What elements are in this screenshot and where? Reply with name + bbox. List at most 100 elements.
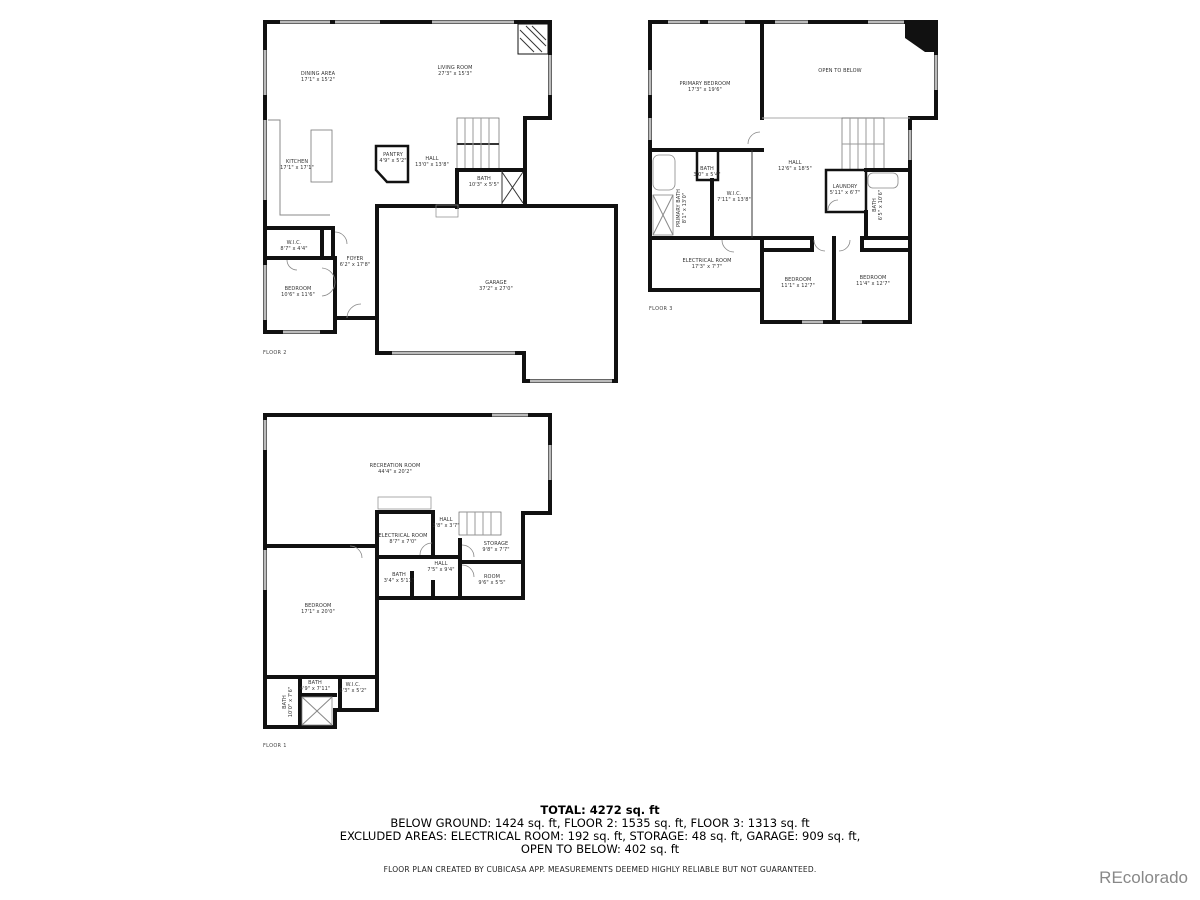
room-name: HALL [788,160,802,166]
floor-1-plan [263,413,552,729]
room-label-wic: W.I.C.7'11" x 13'8" [717,191,751,203]
room-name: BEDROOM [284,286,312,292]
room-name: BATH [700,166,714,172]
room-dims: 4'9" x 5'2" [379,158,407,164]
excluded-areas: EXCLUDED AREAS: ELECTRICAL ROOM: 192 sq.… [339,829,861,843]
room-name: BEDROOM [304,603,332,609]
room-dims: 27'3" x 15'3" [438,71,472,77]
floor-2-label: FLOOR 2 [263,350,287,356]
floor-1-label: FLOOR 1 [263,743,287,749]
room-name: W.I.C. [726,191,742,197]
disclaimer: FLOOR PLAN CREATED BY CUBICASA APP. MEAS… [383,865,817,874]
room-name: BATH [477,176,491,182]
room-dims: 11'1" x 12'7" [781,283,815,289]
room-dims: 3'8" x 3'7" [432,523,460,529]
room-name: BATH [392,572,406,578]
room-dims: 10'3" x 5'5" [468,182,500,188]
room-dims: 12'6" x 18'5" [778,166,812,172]
room-dims: 3'0" x 5'4" [693,172,721,178]
floor-2-plan [263,20,618,383]
floor-plan-drawing [263,20,938,729]
room-dims: 10'6" x 11'6" [281,292,315,298]
room-dims: 37'2" x 27'0" [479,286,513,292]
room-name: RECREATION ROOM [369,463,421,469]
room-dims: 9'8" x 7'7" [482,547,510,553]
floor-3-plan [648,20,938,324]
room-name: OPEN TO BELOW [818,68,862,74]
room-dims: 8'7" x 7'0" [389,539,417,545]
room-name: GARAGE [485,280,507,286]
room-name: KITCHEN [285,159,309,165]
room-dims: 7'11" x 13'8" [717,197,751,203]
total-area: TOTAL: 4272 sq. ft [540,803,660,817]
room-dims: 5'11" x 6'7" [829,190,861,196]
room-name: PRIMARY BEDROOM [679,81,731,87]
room-name: DINING AREA [300,71,336,77]
floor-3-label: FLOOR 3 [649,306,673,312]
room-dims: 6'3" x 5'2" [339,688,367,694]
room-dims: 10'0" x 7'6" [288,686,294,718]
room-dims: 6'5" x 10'6" [878,189,884,221]
room-label-wic: W.I.C.6'3" x 5'2" [339,682,366,694]
room-label-wic: W.I.C.8'7" x 4'4" [280,240,307,252]
room-dims: 17'1" x 17'1" [280,165,314,171]
room-dims: 17'3" x 7'7" [691,264,723,270]
recolorado-watermark: REcolorado [1099,868,1188,887]
room-dims: 7'5" x 9'4" [427,567,455,573]
open-to-below-area: OPEN TO BELOW: 402 sq. ft [520,842,680,856]
room-dims: 17'1" x 15'2" [301,77,335,83]
room-name: PANTRY [383,152,403,158]
room-name: ELECTRICAL ROOM [682,258,732,264]
room-name: HALL [425,156,439,162]
floor-areas: BELOW GROUND: 1424 sq. ft, FLOOR 2: 1535… [390,816,810,830]
room-name: HALL [434,561,448,567]
area-summary: TOTAL: 4272 sq. ft BELOW GROUND: 1424 sq… [0,803,1200,875]
room-name: ELECTRICAL ROOM [378,533,428,539]
room-dims: 4'9" x 7'11" [299,686,331,692]
room-name: BEDROOM [859,275,887,281]
room-name: FOYER [346,256,364,262]
room-label-open-to-below: OPEN TO BELOW [818,68,861,74]
room-dims: 44'4" x 20'2" [378,469,412,475]
room-name: LAUNDRY [832,184,858,190]
room-dims: 6'2" x 17'8" [339,262,371,268]
room-dims: 11'4" x 12'7" [856,281,890,287]
room-dims: 3'4" x 5'11" [383,578,415,584]
room-dims: 17'1" x 20'0" [301,609,335,615]
room-name: STORAGE [483,541,509,547]
room-dims: 13'0" x 13'8" [415,162,449,168]
room-name: W.I.C. [345,682,361,688]
room-dims: 8'7" x 4'4" [280,246,308,252]
room-name: HALL [439,517,453,523]
room-name: BEDROOM [784,277,812,283]
room-name: ROOM [483,574,501,580]
room-dims: 17'3" x 19'6" [688,87,722,93]
